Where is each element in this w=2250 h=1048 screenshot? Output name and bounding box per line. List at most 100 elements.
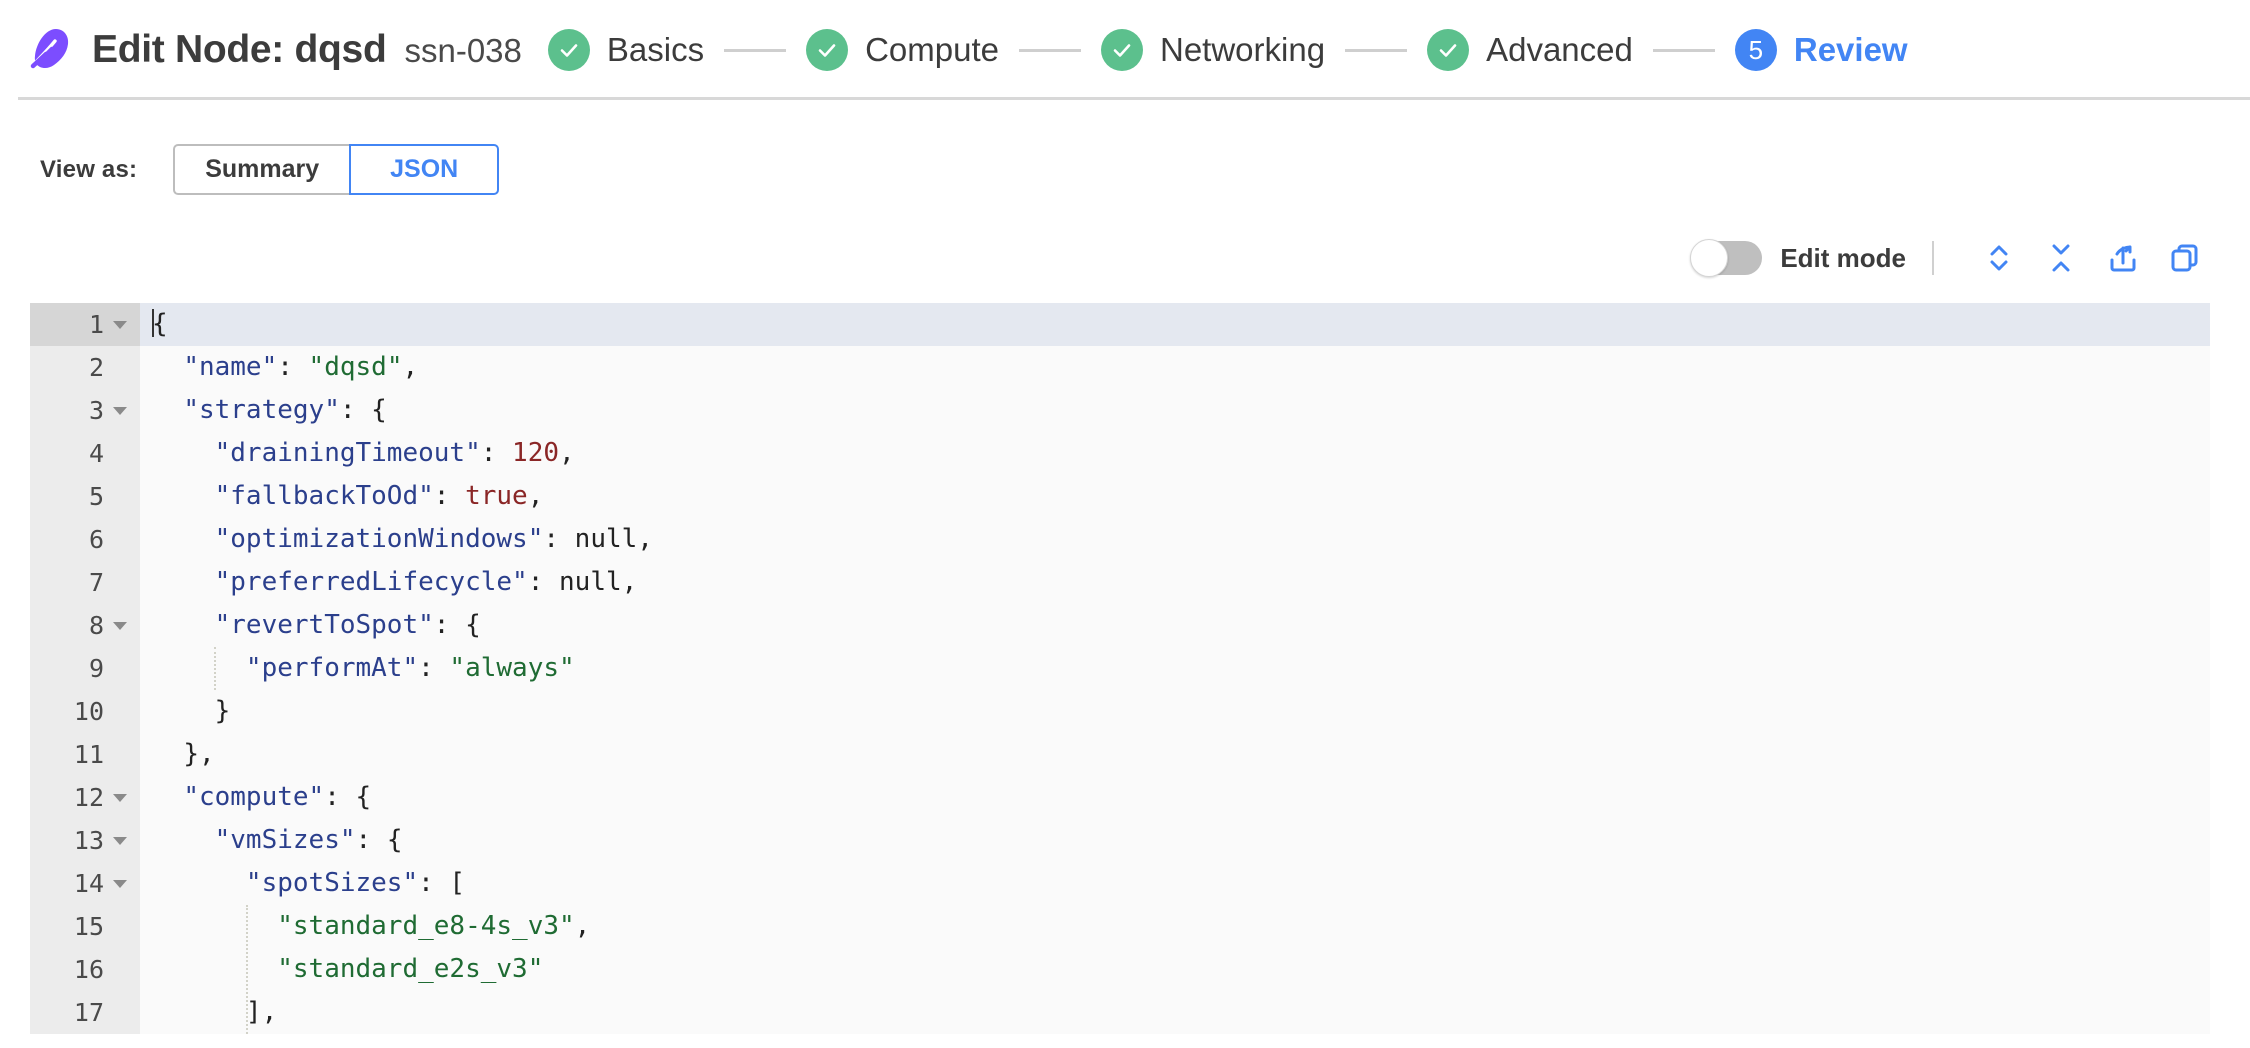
fold-arrow-icon[interactable] xyxy=(108,793,132,802)
code-token: : xyxy=(433,481,466,511)
node-id-subtitle: ssn-038 xyxy=(404,33,522,69)
edit-mode-label: Edit mode xyxy=(1780,242,1906,273)
code-line[interactable]: "drainingTimeout": 120, xyxy=(140,432,2210,475)
step-review[interactable]: 5 Review xyxy=(1734,29,1908,71)
copy-button[interactable] xyxy=(2162,235,2208,281)
collapse-all-icon xyxy=(2046,240,2076,276)
copy-icon xyxy=(2168,241,2202,275)
editor-line-number[interactable]: 15 xyxy=(30,905,140,948)
line-number-value: 14 xyxy=(73,869,104,898)
line-number-value: 7 xyxy=(88,568,104,597)
code-line[interactable]: ], xyxy=(140,991,2210,1034)
code-line[interactable]: "vmSizes": { xyxy=(140,819,2210,862)
code-line[interactable]: "preferredLifecycle": null, xyxy=(140,561,2210,604)
view-as-summary-button[interactable]: Summary xyxy=(173,144,350,195)
fold-arrow-icon[interactable] xyxy=(108,836,132,845)
line-number-value: 8 xyxy=(88,611,104,640)
editor-line-number[interactable]: 6 xyxy=(30,518,140,561)
line-number-value: 13 xyxy=(73,826,104,855)
code-line[interactable]: "strategy": { xyxy=(140,389,2210,432)
view-as-json-button[interactable]: JSON xyxy=(349,144,500,195)
editor-line-number[interactable]: 9 xyxy=(30,647,140,690)
editor-code-area[interactable]: { "name": "dqsd", "strategy": { "drainin… xyxy=(140,303,2210,1034)
editor-line-number[interactable]: 2 xyxy=(30,346,140,389)
export-button[interactable] xyxy=(2100,235,2146,281)
code-line[interactable]: { xyxy=(140,303,2210,346)
edit-mode-toggle[interactable] xyxy=(1690,239,1763,277)
step-basics[interactable]: Basics xyxy=(547,29,705,71)
code-line[interactable]: "fallbackToOd": true, xyxy=(140,475,2210,518)
editor-line-number[interactable]: 10 xyxy=(30,690,140,733)
step-compute-badge xyxy=(806,29,849,71)
line-number-value: 9 xyxy=(88,654,104,683)
editor-line-number[interactable]: 7 xyxy=(30,561,140,604)
code-indent xyxy=(152,954,277,984)
code-line[interactable]: "revertToSpot": { xyxy=(140,604,2210,647)
code-indent xyxy=(152,696,215,726)
header-titles: Edit Node: dqsd ssn-038 xyxy=(92,28,522,72)
step-basics-badge xyxy=(547,29,590,71)
code-token: "performAt" xyxy=(245,653,419,683)
editor-line-number[interactable]: 1 xyxy=(30,303,140,346)
editor-line-number[interactable]: 4 xyxy=(30,432,140,475)
code-token: "strategy" xyxy=(183,395,340,425)
editor-line-number[interactable]: 12 xyxy=(30,776,140,819)
editor-line-number[interactable]: 8 xyxy=(30,604,140,647)
text-cursor xyxy=(152,309,154,337)
step-networking-label: Networking xyxy=(1160,31,1326,68)
code-token: "standard_e8-4s_v3" xyxy=(277,911,575,941)
step-advanced-badge xyxy=(1427,29,1470,71)
code-token: "drainingTimeout" xyxy=(214,438,481,468)
code-line[interactable]: "standard_e2s_v3" xyxy=(140,948,2210,991)
editor-line-number[interactable]: 17 xyxy=(30,991,140,1034)
editor-line-number[interactable]: 5 xyxy=(30,475,140,518)
code-token: : { xyxy=(339,395,387,425)
editor-line-number[interactable]: 13 xyxy=(30,819,140,862)
code-token: : null, xyxy=(527,567,638,597)
code-line[interactable]: "name": "dqsd", xyxy=(140,346,2210,389)
code-indent xyxy=(152,352,183,382)
collapse-all-button[interactable] xyxy=(2038,235,2084,281)
line-number-value: 1 xyxy=(88,310,104,339)
fold-arrow-icon[interactable] xyxy=(108,621,132,630)
code-line[interactable]: "spotSizes": [ xyxy=(140,862,2210,905)
line-number-value: 11 xyxy=(73,740,104,769)
code-line[interactable]: "compute": { xyxy=(140,776,2210,819)
expand-all-icon xyxy=(1984,240,2014,276)
code-token: "fallbackToOd" xyxy=(214,481,434,511)
editor-line-number[interactable]: 11 xyxy=(30,733,140,776)
code-token: : xyxy=(277,352,309,382)
fold-arrow-icon[interactable] xyxy=(108,320,132,329)
fold-arrow-icon[interactable] xyxy=(108,406,132,415)
code-token: "standard_e2s_v3" xyxy=(277,954,544,984)
step-compute[interactable]: Compute xyxy=(806,29,999,71)
code-token: "dqsd" xyxy=(308,352,403,382)
code-indent xyxy=(152,524,215,554)
view-as-segmented-control[interactable]: Summary JSON xyxy=(173,144,500,195)
step-basics-label: Basics xyxy=(606,31,705,68)
code-token: "revertToSpot" xyxy=(214,610,434,640)
stepper-connector xyxy=(1019,48,1081,52)
code-line[interactable]: "optimizationWindows": null, xyxy=(140,518,2210,561)
step-networking[interactable]: Networking xyxy=(1101,29,1325,71)
editor-toolbar: Edit mode xyxy=(0,195,2250,281)
step-advanced[interactable]: Advanced xyxy=(1427,29,1633,71)
code-token: { xyxy=(152,309,168,339)
expand-all-button[interactable] xyxy=(1976,235,2022,281)
page-header: Edit Node: dqsd ssn-038 Basics Compute N… xyxy=(0,0,2250,100)
editor-line-number[interactable]: 3 xyxy=(30,389,140,432)
code-line[interactable]: "performAt": "always" xyxy=(140,647,2210,690)
edit-mode-toggle-knob xyxy=(1690,239,1729,277)
code-line[interactable]: } xyxy=(140,690,2210,733)
editor-line-number[interactable]: 14 xyxy=(30,862,140,905)
code-line[interactable]: "standard_e8-4s_v3", xyxy=(140,905,2210,948)
step-review-number: 5 xyxy=(1748,35,1764,65)
editor-line-number[interactable]: 16 xyxy=(30,948,140,991)
code-token: : [ xyxy=(418,868,466,898)
code-token: }, xyxy=(183,739,215,769)
line-number-value: 15 xyxy=(73,912,104,941)
fold-arrow-icon[interactable] xyxy=(108,879,132,888)
code-line[interactable]: }, xyxy=(140,733,2210,776)
